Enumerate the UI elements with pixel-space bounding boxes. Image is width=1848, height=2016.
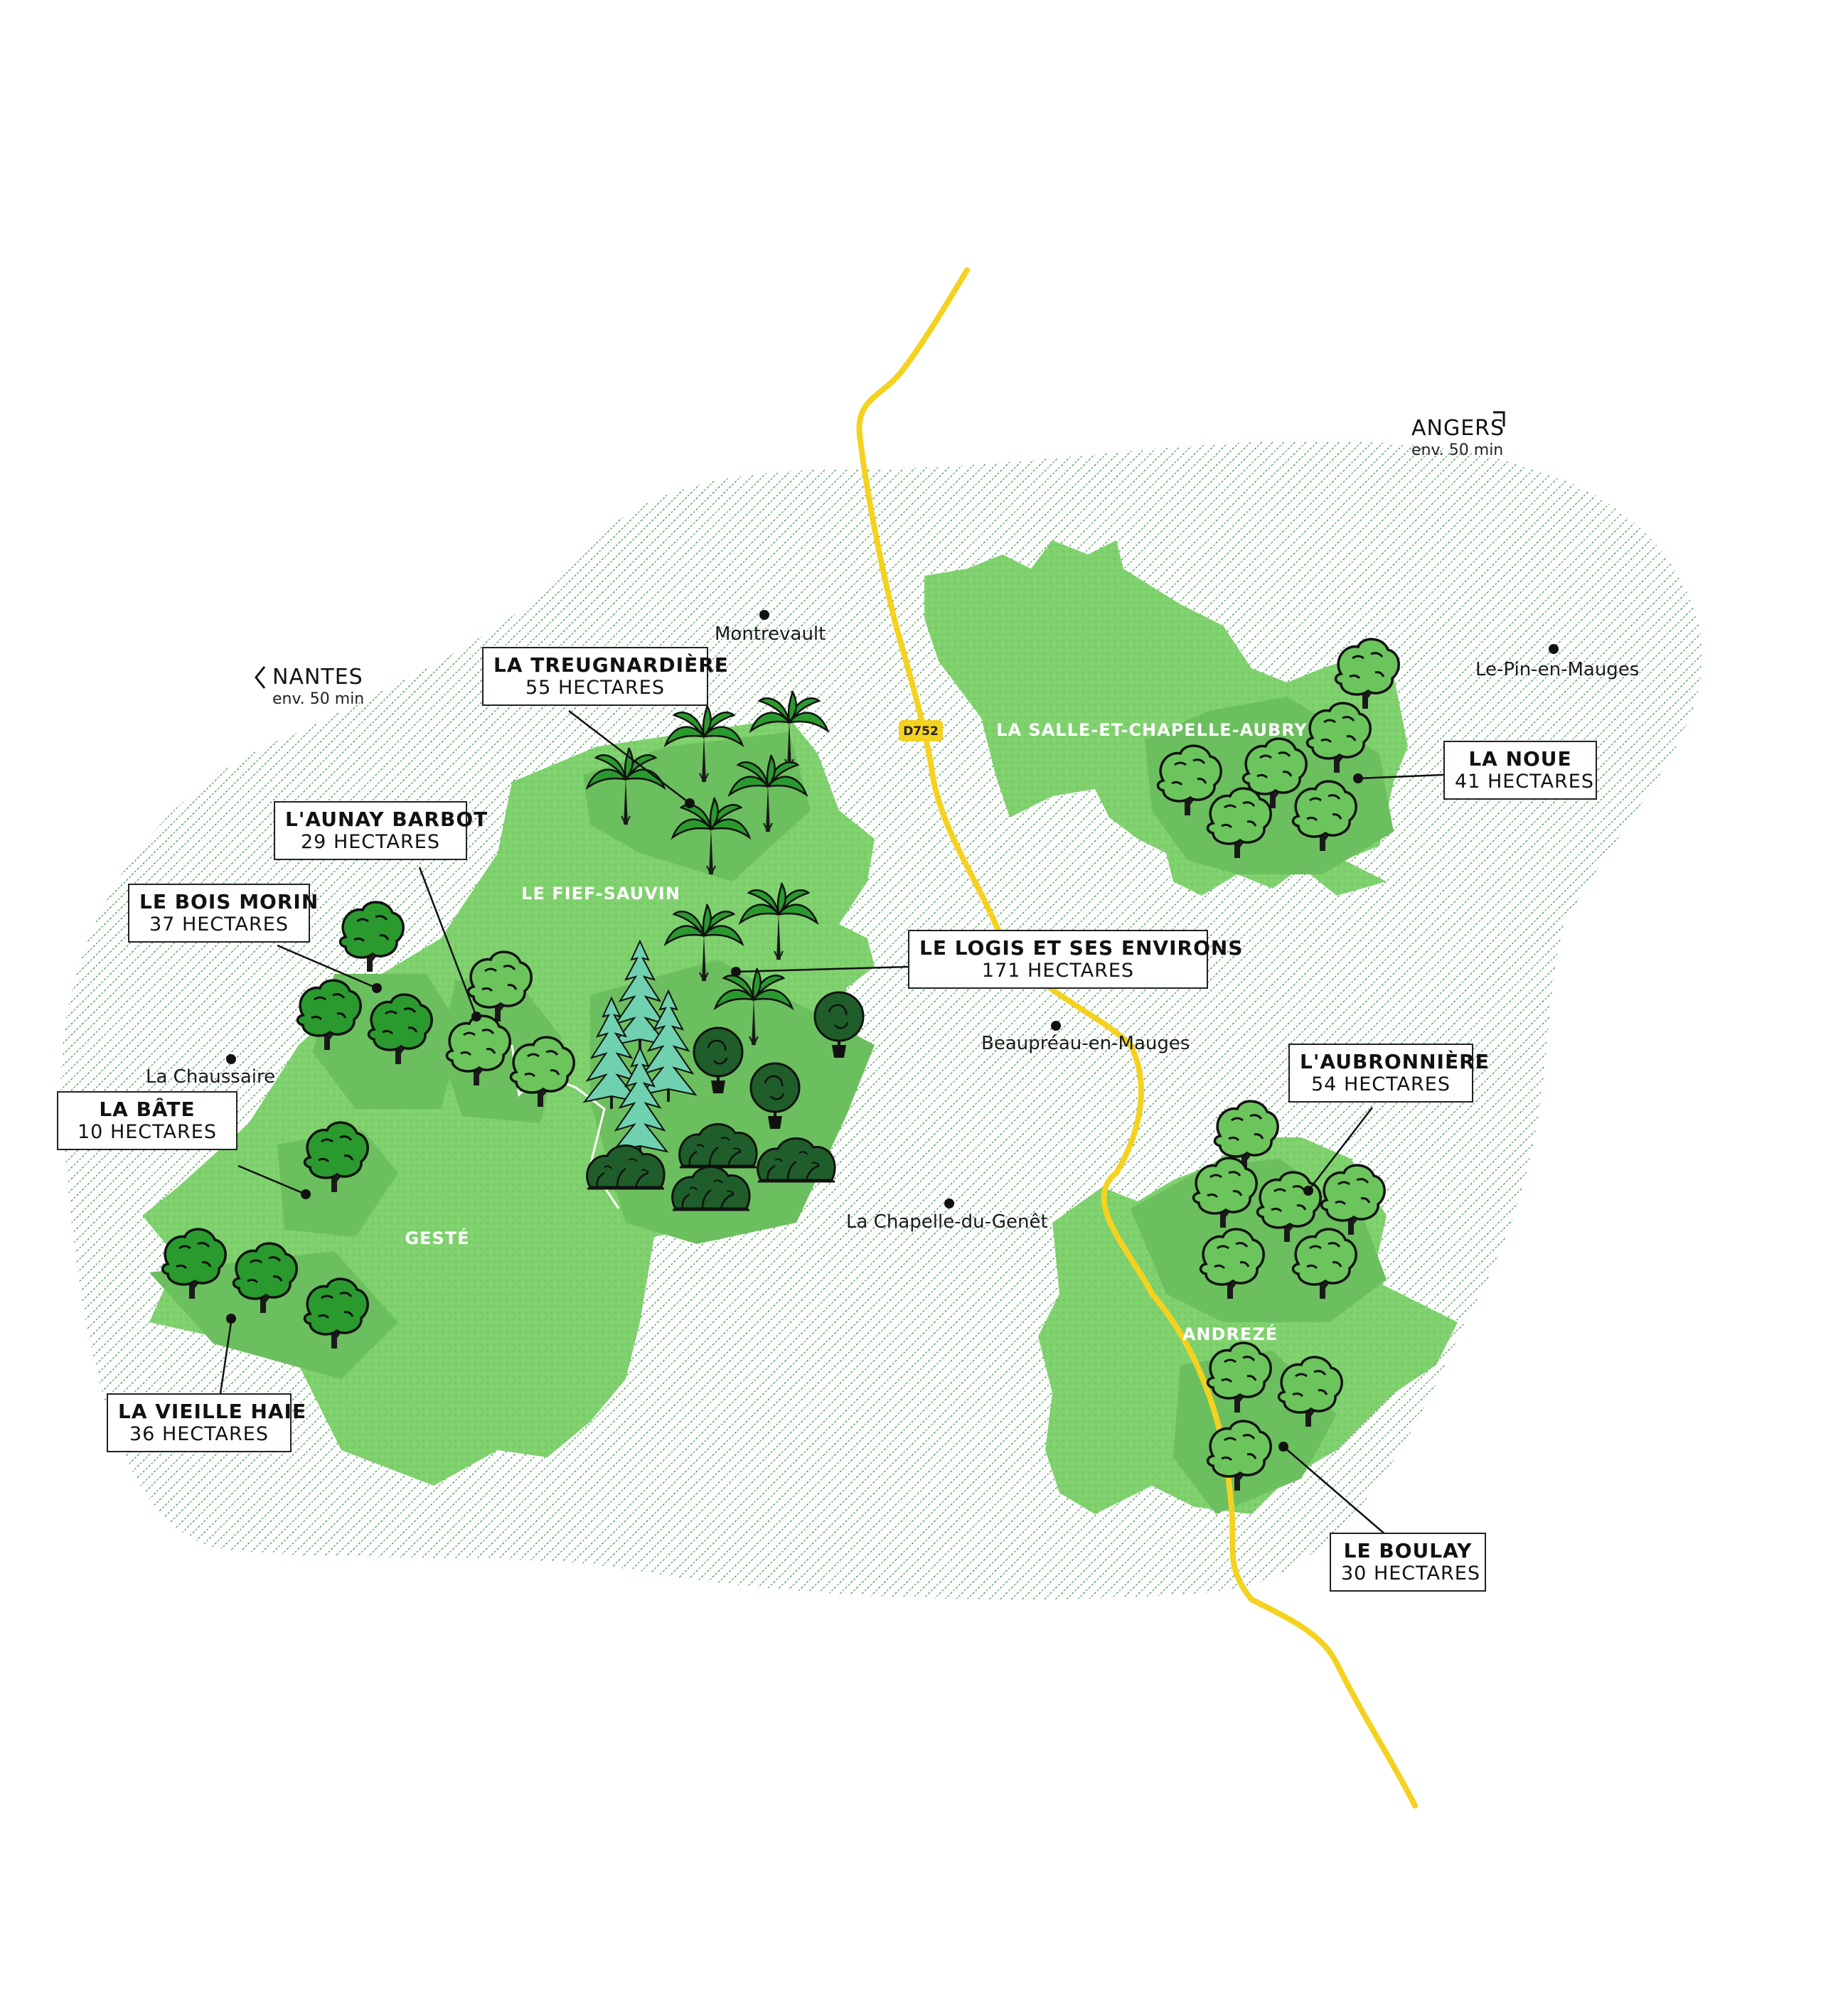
city-nantes-time: env. 50 min — [272, 690, 364, 708]
chevron-left-icon — [255, 666, 266, 689]
site-name: L'AUNAY BARBOT — [285, 808, 488, 831]
site-name: LA TREUGNARDIÈRE — [493, 653, 729, 677]
town-le-pin-en-mauges: Le-Pin-en-Mauges — [1475, 659, 1639, 680]
site-name: LE BOULAY — [1343, 1539, 1473, 1562]
site-area: 36 HECTARES — [129, 1423, 269, 1446]
site-area: 30 HECTARES — [1341, 1562, 1480, 1585]
town-markers — [226, 610, 1559, 1208]
site-label-la-vieille-haie: LA VIEILLE HAIE 36 HECTARES — [107, 1393, 307, 1453]
site-area: 54 HECTARES — [1311, 1073, 1451, 1096]
site-area: 55 HECTARES — [525, 677, 665, 699]
commune-le-fief-sauvin: LE FIEF-SAUVIN — [521, 884, 680, 904]
site-label-launay-barbot: L'AUNAY BARBOT 29 HECTARES — [274, 801, 488, 861]
site-area: 171 HECTARES — [981, 960, 1135, 982]
town-beaupreau: Beaupréau-en-Mauges — [981, 1033, 1190, 1054]
site-area: 37 HECTARES — [149, 913, 289, 936]
site-area: 10 HECTARES — [78, 1121, 217, 1144]
site-area: 41 HECTARES — [1455, 771, 1594, 793]
town-montrevault: Montrevault — [715, 623, 826, 645]
site-label-la-bate: LA BÂTE 10 HECTARES — [57, 1091, 237, 1151]
arrow-up-right-icon — [1493, 411, 1505, 427]
city-angers: ANGERS — [1411, 416, 1505, 441]
road-label: D752 — [903, 724, 939, 739]
site-label-la-treugnardiere: LA TREUGNARDIÈRE 55 HECTARES — [482, 647, 729, 707]
leader-lines — [219, 710, 1444, 1536]
site-name: LE LOGIS ET SES ENVIRONS — [919, 936, 1244, 960]
road-badge — [899, 720, 943, 741]
site-name: L'AUBRONNIÈRE — [1300, 1050, 1490, 1073]
city-nantes: NANTES — [272, 665, 363, 690]
site-label-le-bois-morin: LE BOIS MORIN 37 HECTARES — [128, 884, 319, 943]
town-la-chapelle-du-genet: La Chapelle-du-Genêt — [846, 1211, 1048, 1233]
commune-la-salle: LA SALLE-ET-CHAPELLE-AUBRY — [996, 720, 1308, 740]
site-area: 29 HECTARES — [301, 831, 440, 854]
site-label-laubronniere: L'AUBRONNIÈRE 54 HECTARES — [1288, 1044, 1490, 1103]
commune-geste: GESTÉ — [405, 1228, 469, 1248]
site-label-le-logis: LE LOGIS ET SES ENVIRONS 171 HECTARES — [908, 930, 1244, 990]
site-name: LA VIEILLE HAIE — [118, 1400, 307, 1423]
commune-andreze: ANDREZÉ — [1182, 1324, 1278, 1344]
site-label-la-noue: LA NOUE 41 HECTARES — [1443, 741, 1597, 800]
city-angers-time: env. 50 min — [1411, 441, 1503, 459]
site-name: LA NOUE — [1468, 747, 1572, 771]
town-la-chaussaire: La Chaussaire — [146, 1066, 275, 1088]
road-d752 — [856, 267, 1418, 1808]
site-markers — [226, 773, 1363, 1452]
site-name: LE BOIS MORIN — [139, 890, 319, 913]
site-label-le-boulay: LE BOULAY 30 HECTARES — [1330, 1533, 1486, 1592]
site-name: LA BÂTE — [99, 1098, 196, 1121]
